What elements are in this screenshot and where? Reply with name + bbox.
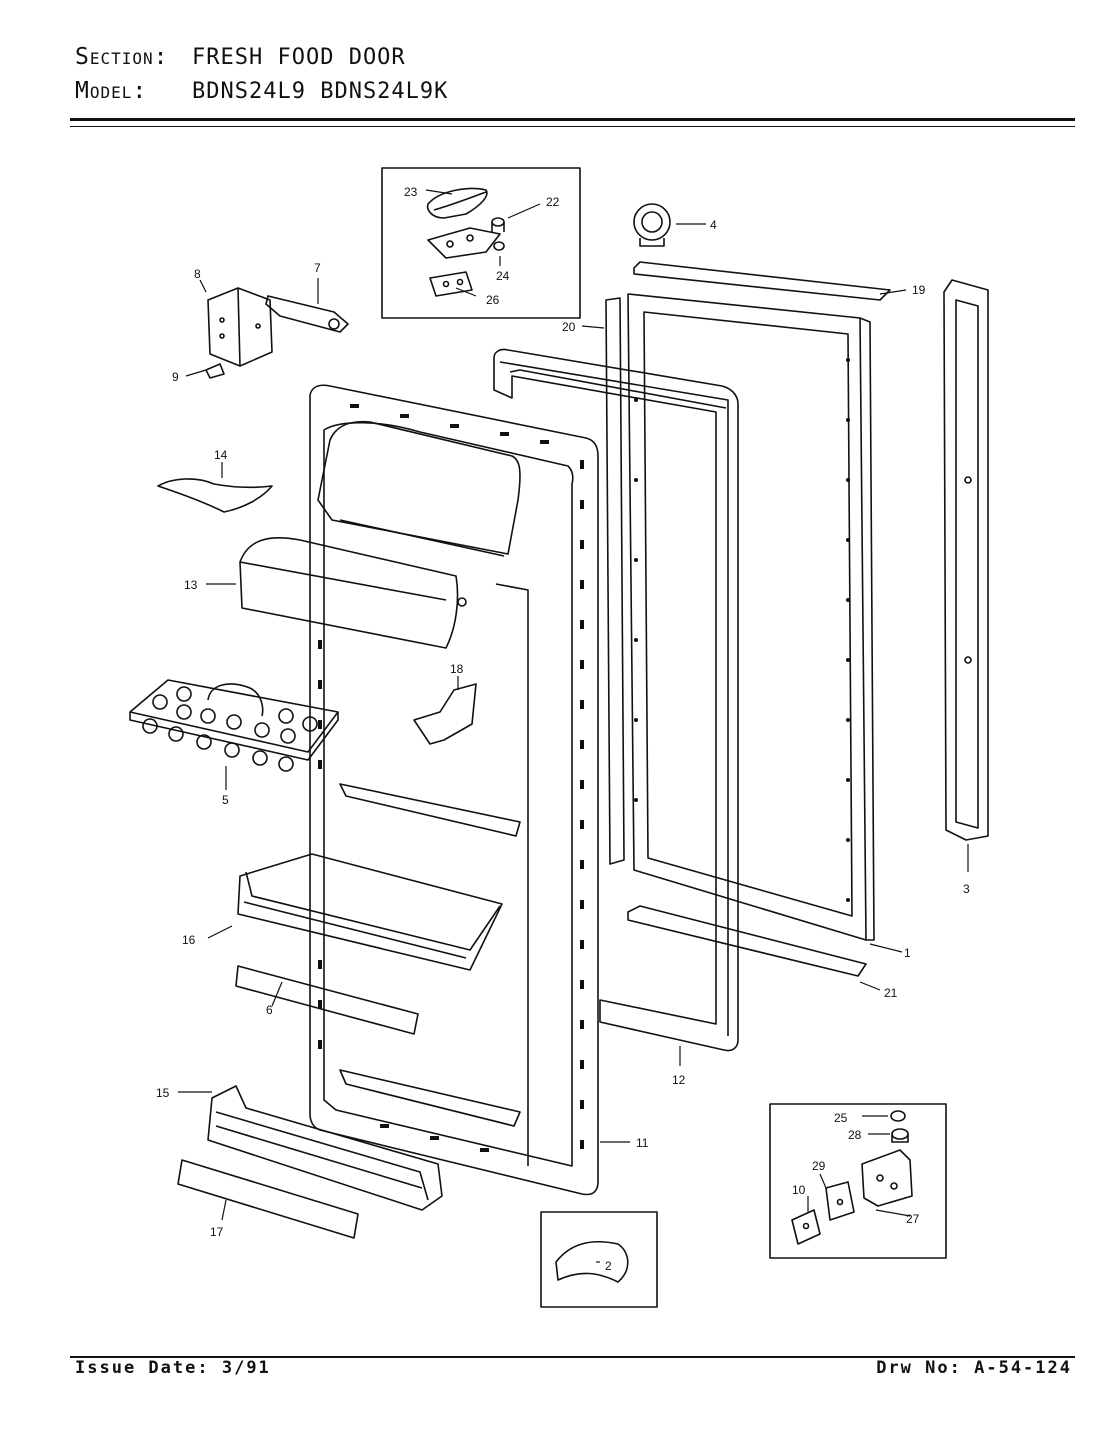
- part-7-hinge-arm: [265, 295, 349, 333]
- part-12-door-gasket: [493, 348, 739, 1052]
- callout-2: 2: [605, 1259, 612, 1273]
- header-rule-thin: [70, 126, 1075, 127]
- part-10-hinge-bracket: [791, 1209, 821, 1245]
- part-9-screw: [205, 363, 225, 379]
- callout-20: 20: [562, 320, 576, 334]
- callout-18: 18: [450, 662, 464, 676]
- footer-rule: [70, 1356, 1075, 1358]
- part-25-washer: [890, 1110, 906, 1122]
- section-value: FRESH FOOD DOOR: [192, 45, 406, 70]
- callout-26: 26: [486, 293, 500, 307]
- issue-date: Issue Date: 3/91: [75, 1358, 271, 1378]
- part-20-door-strip: [605, 297, 625, 865]
- part-28-bushing: [891, 1128, 909, 1143]
- part-21-bottom-channel: [627, 905, 867, 977]
- model-value: BDNS24L9 BDNS24L9K: [192, 79, 449, 104]
- callout-1: 1: [904, 946, 911, 960]
- part-27-lower-hinge: [861, 1149, 913, 1207]
- part-23-hinge-cover: [426, 187, 488, 219]
- drawing-number-value: A-54-124: [974, 1358, 1072, 1378]
- callout-6: 6: [266, 1003, 273, 1017]
- callout-8: 8: [194, 267, 201, 281]
- callout-21: 21: [884, 986, 898, 1000]
- drawing-number-label: Drw No:: [876, 1358, 962, 1378]
- callout-9: 9: [172, 370, 179, 384]
- part-26-hinge-shim: [429, 271, 473, 297]
- callout-22: 22: [546, 195, 560, 209]
- callout-14: 14: [214, 448, 228, 462]
- callout-3: 3: [963, 882, 970, 896]
- part-6-shelf-trim: [235, 965, 419, 1035]
- callout-28: 28: [848, 1128, 862, 1142]
- part-18-bracket: [413, 683, 477, 745]
- callout-19: 19: [912, 283, 926, 297]
- callout-16: 16: [182, 933, 196, 947]
- leader-lines: [178, 189, 969, 1263]
- part-8-hinge-bracket: [207, 287, 273, 367]
- callout-23: 23: [404, 185, 418, 199]
- header-rule-thick: [70, 118, 1075, 121]
- inset-box-hinge-cap: [381, 167, 581, 319]
- drawing-number: Drw No: A-54-124: [876, 1358, 1072, 1378]
- inset-box-hinge-cover: [540, 1211, 658, 1308]
- panel-holes: [634, 358, 850, 902]
- callout-7: 7: [314, 261, 321, 275]
- part-24-washer: [493, 241, 505, 251]
- callout-25: 25: [834, 1111, 848, 1125]
- liner-mounting-holes: [318, 404, 584, 1152]
- part-29-shim: [825, 1181, 855, 1221]
- model-label: Model:: [75, 78, 148, 104]
- part-4-door-stop: [633, 203, 671, 247]
- callout-17: 17: [210, 1225, 224, 1239]
- callout-24: 24: [496, 269, 510, 283]
- part-1-outer-door-panel: [627, 293, 875, 941]
- part-11-door-liner: [309, 384, 599, 1196]
- issue-date-value: 3/91: [221, 1358, 271, 1378]
- callout-11: 11: [636, 1136, 649, 1150]
- part-22-hinge-pin: [427, 217, 505, 259]
- model-heading: Model: BDNS24L9 BDNS24L9K: [75, 78, 448, 104]
- part-14-shelf-divider: [157, 478, 273, 513]
- callout-15: 15: [156, 1086, 170, 1100]
- section-heading: Section: FRESH FOOD DOOR: [75, 44, 406, 70]
- inset-box-lower-hinge: [769, 1103, 947, 1259]
- callout-5: 5: [222, 793, 229, 807]
- part-3-handle-trim: [943, 279, 989, 841]
- part-2-hinge-cover: [555, 1240, 629, 1283]
- part-19-top-channel: [633, 261, 891, 301]
- section-label: Section:: [75, 44, 169, 70]
- callout-13: 13: [184, 578, 198, 592]
- callout-12: 12: [672, 1073, 686, 1087]
- part-15-bottom-shelf: [207, 1085, 443, 1211]
- callout-29: 29: [812, 1159, 826, 1173]
- part-16-door-shelf: [237, 853, 503, 971]
- part-17-shelf-trim: [177, 1159, 359, 1239]
- issue-date-label: Issue Date:: [75, 1358, 210, 1378]
- callout-4: 4: [710, 218, 717, 232]
- callout-27: 27: [906, 1212, 920, 1226]
- part-13-dairy-door: [239, 537, 467, 649]
- part-5-egg-tray: [129, 679, 339, 772]
- callout-10: 10: [792, 1183, 806, 1197]
